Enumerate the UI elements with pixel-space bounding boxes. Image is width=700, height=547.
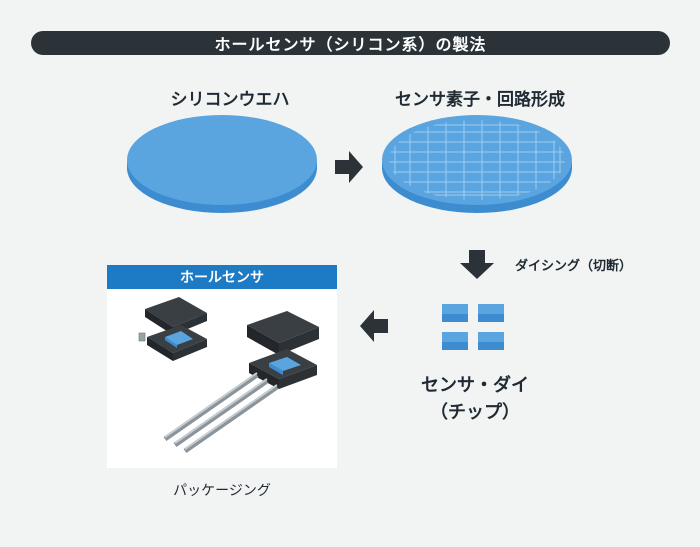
die-chip (478, 304, 504, 322)
sensor-die-icon (442, 304, 504, 350)
through-hole-package-icon (163, 311, 319, 454)
arrow-right-icon (335, 151, 363, 183)
element-formation-label: センサ素子・回路形成 (395, 90, 565, 110)
hall-sensor-packages-illustration (138, 297, 319, 454)
packaging-label: パッケージング (173, 483, 271, 499)
die-chip (442, 304, 468, 322)
hall-sensor-panel: ホールセンサ (107, 265, 337, 468)
dicing-label: ダイシング（切断） (515, 259, 633, 274)
die-chip (442, 332, 468, 350)
smd-package-icon (138, 297, 207, 361)
silicon-wafer-icon (127, 115, 317, 213)
wafer-label: シリコンウエハ (170, 90, 290, 110)
die-label: センサ・ダイ （チップ） (395, 372, 555, 426)
die-label-line2: （チップ） (430, 402, 520, 423)
die-label-line1: センサ・ダイ (421, 375, 529, 396)
hall-sensor-header: ホールセンサ (107, 265, 337, 289)
arrow-down-icon (460, 250, 494, 279)
arrow-left-icon (360, 310, 388, 342)
page-title: ホールセンサ（シリコン系）の製法 (31, 31, 670, 55)
patterned-wafer-icon (382, 115, 572, 213)
die-chip (478, 332, 504, 350)
